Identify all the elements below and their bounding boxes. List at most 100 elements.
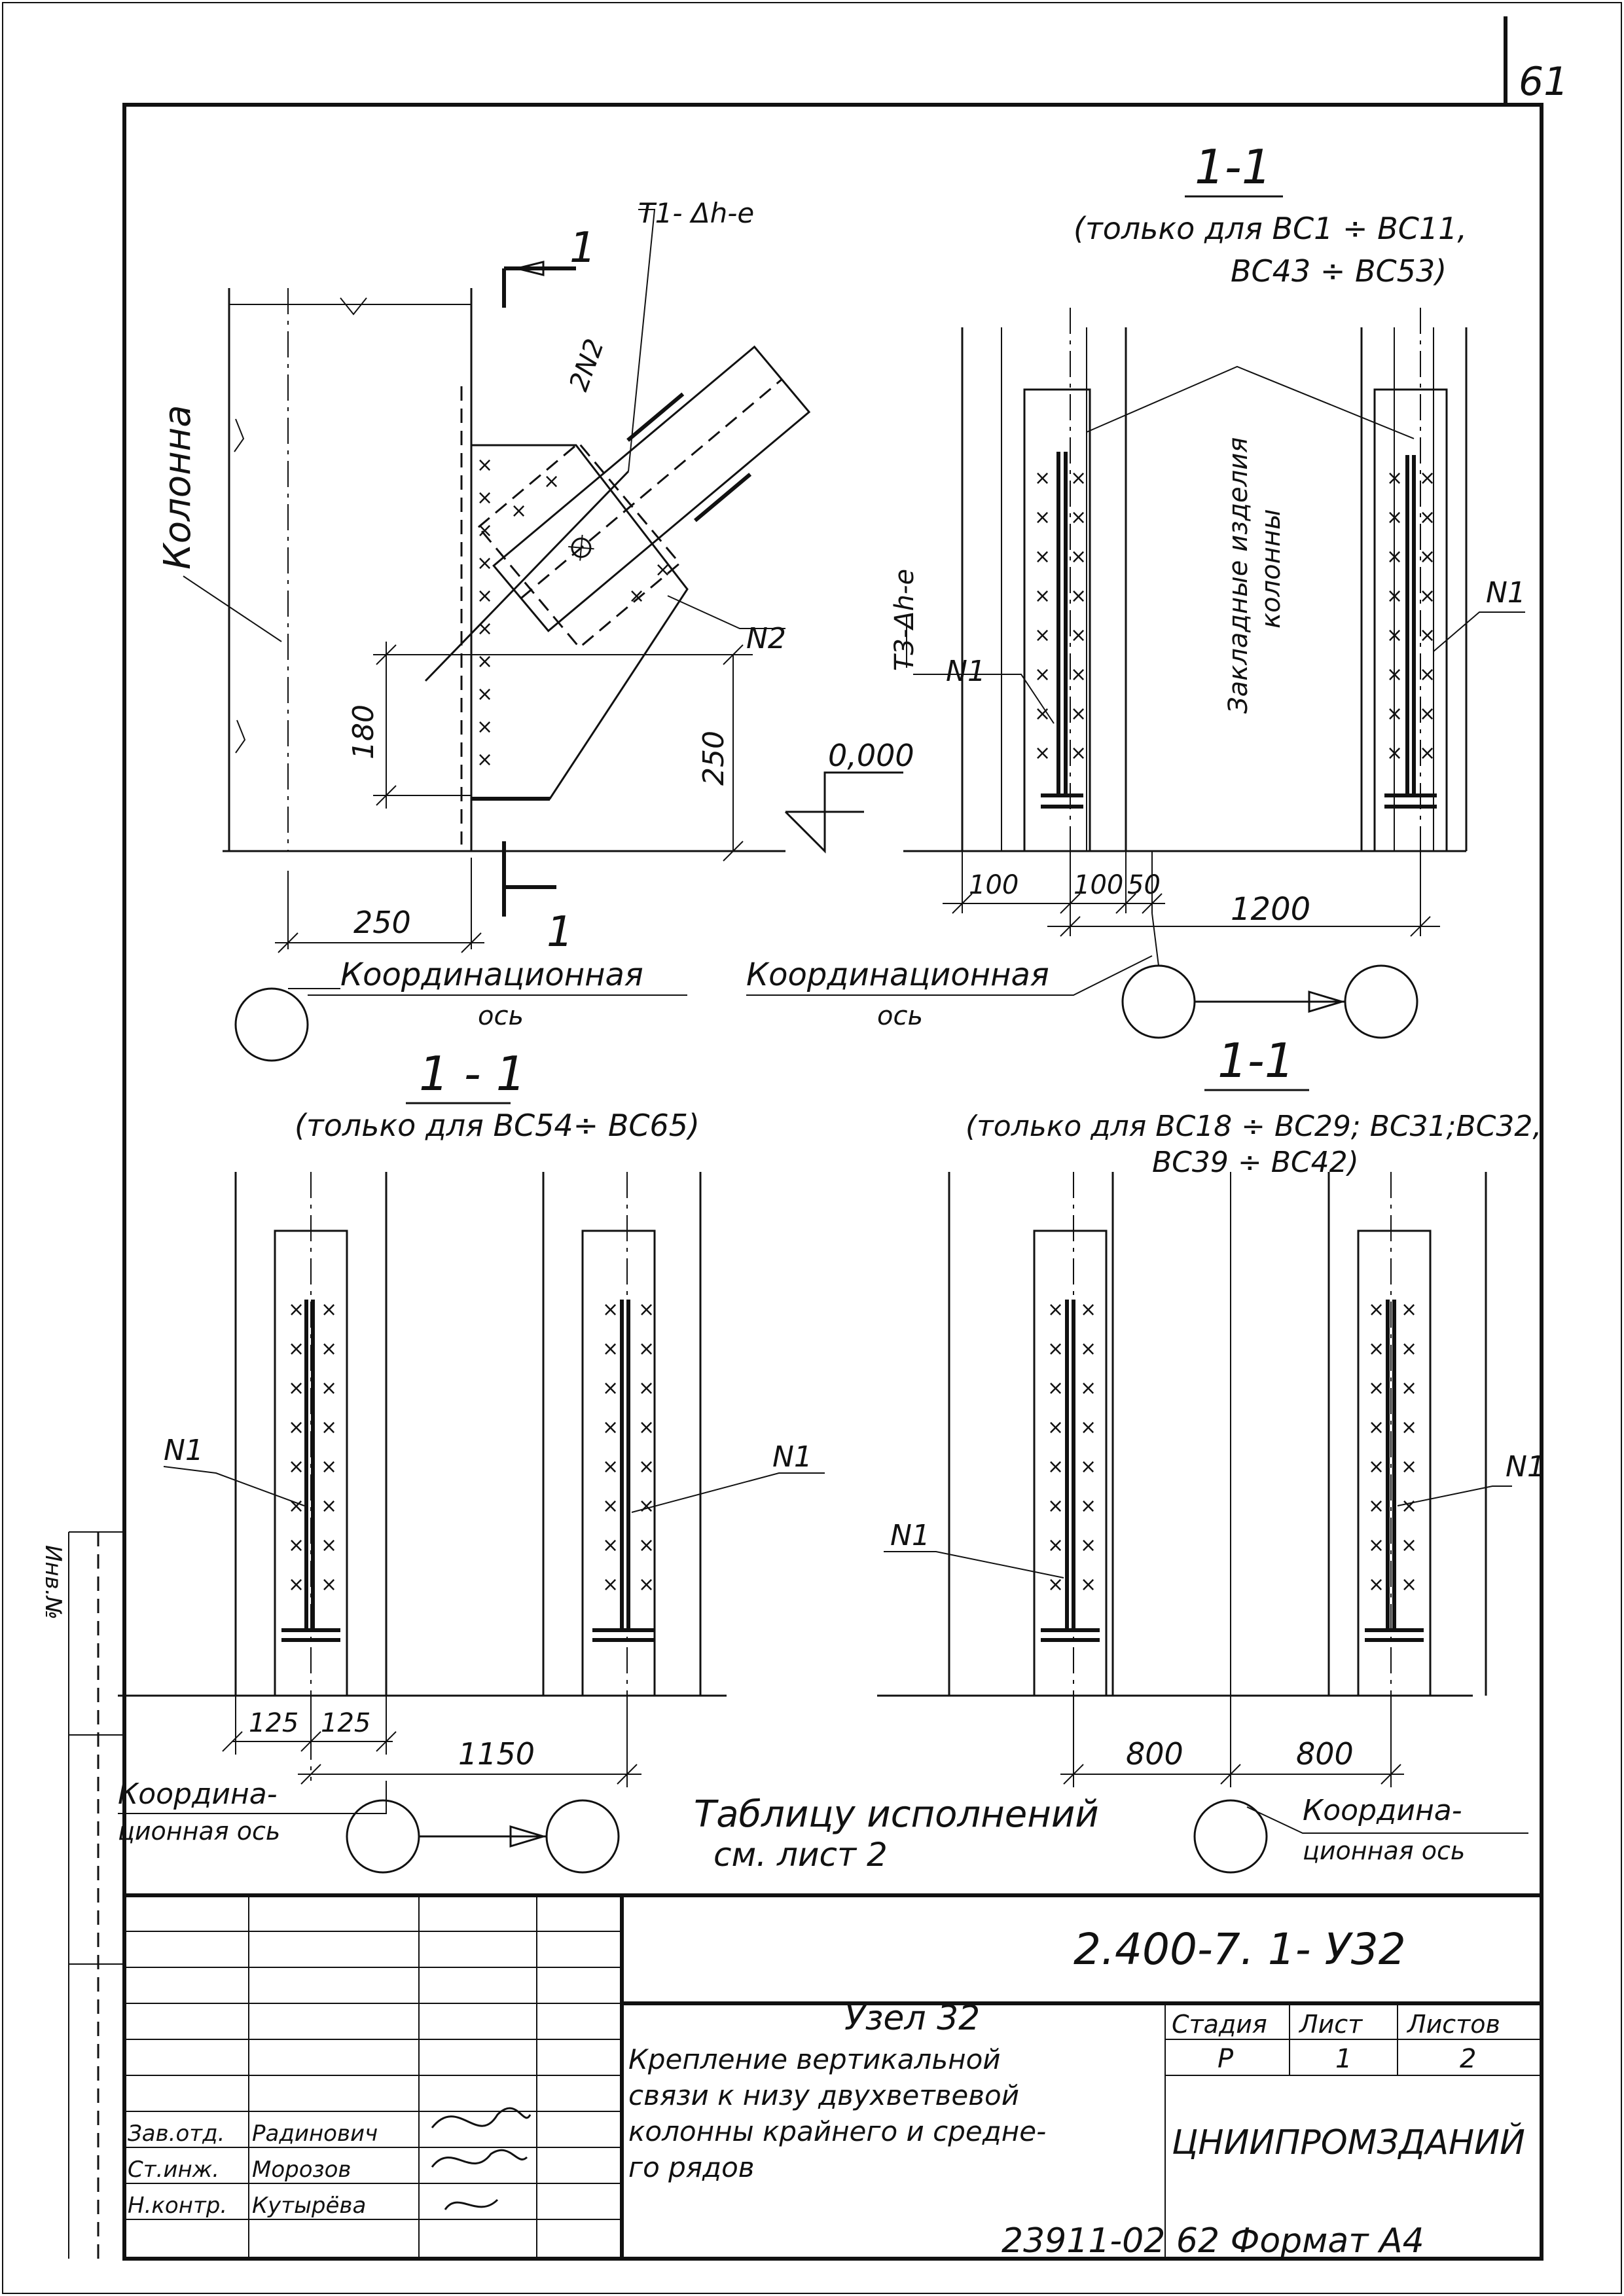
- svg-text:×: ×: [1070, 624, 1087, 647]
- svg-text:×: ×: [1401, 1573, 1417, 1596]
- stage-value: Р: [1218, 2044, 1234, 2074]
- signature-role-2: Ст.инж.: [128, 2157, 219, 2183]
- svg-text:×: ×: [288, 1573, 304, 1596]
- svg-text:×: ×: [1368, 1534, 1384, 1557]
- svg-text:×: ×: [1419, 742, 1435, 765]
- column-label: Колонна: [156, 405, 199, 570]
- svg-text:×: ×: [1070, 545, 1087, 568]
- svg-text:×: ×: [1047, 1298, 1064, 1321]
- svg-text:×: ×: [477, 748, 493, 771]
- sheet-header: Лист: [1298, 2010, 1363, 2039]
- svg-text:×: ×: [1034, 742, 1051, 765]
- svg-text:×: ×: [1368, 1416, 1384, 1439]
- svg-text:×: ×: [1419, 585, 1435, 608]
- signature-role-3: Н.контр.: [128, 2193, 227, 2219]
- part-n1-tr-right: N1: [1486, 576, 1526, 610]
- dim-250-vertical: 250: [697, 731, 731, 786]
- svg-text:×: ×: [1034, 467, 1051, 490]
- part-n2-label: N2: [746, 622, 786, 655]
- svg-text:×: ×: [1401, 1416, 1417, 1439]
- section-cut-top: 1: [569, 224, 596, 272]
- svg-text:×: ×: [1080, 1534, 1096, 1557]
- svg-text:×: ×: [477, 519, 493, 542]
- dim-125-b: 125: [321, 1708, 370, 1738]
- svg-text:×: ×: [1386, 545, 1403, 568]
- axis-label-tr-1: Координационная: [746, 957, 1049, 993]
- svg-text:×: ×: [1368, 1573, 1384, 1596]
- svg-text:×: ×: [638, 1455, 655, 1478]
- dim-50: 50: [1127, 870, 1161, 900]
- svg-text:×: ×: [1419, 663, 1435, 686]
- svg-text:×: ×: [321, 1534, 337, 1557]
- svg-text:×: ×: [321, 1495, 337, 1518]
- section-title-bl: 1 - 1: [419, 1046, 526, 1101]
- axis-label-tr-2: ось: [877, 1001, 923, 1031]
- svg-text:×: ×: [638, 1495, 655, 1518]
- svg-text:×: ×: [1419, 545, 1435, 568]
- svg-text:×: ×: [602, 1573, 619, 1596]
- svg-text:×: ×: [477, 617, 493, 640]
- svg-text:×: ×: [1080, 1377, 1096, 1400]
- svg-text:×: ×: [1047, 1338, 1064, 1360]
- svg-text:×: ×: [1047, 1495, 1064, 1518]
- svg-text:×: ×: [1080, 1495, 1096, 1518]
- svg-text:×: ×: [1047, 1416, 1064, 1439]
- svg-text:×: ×: [1401, 1338, 1417, 1360]
- description-line-1: Крепление вертикальной: [628, 2043, 1001, 2075]
- svg-text:×: ×: [288, 1495, 304, 1518]
- dim-100-a: 100: [969, 870, 1019, 900]
- svg-text:×: ×: [1070, 467, 1087, 490]
- svg-text:×: ×: [1419, 624, 1435, 647]
- svg-text:×: ×: [602, 1377, 619, 1400]
- elevation-view: ×× ×× ×× ×× ×× ×× ××: [183, 209, 903, 1062]
- weld-note-t3: Т3-Δh-e: [890, 569, 920, 671]
- svg-text:×: ×: [638, 1298, 655, 1321]
- axis-label-bl-2: ционная ось: [118, 1817, 280, 1846]
- svg-text:×: ×: [1034, 585, 1051, 608]
- sheets-value: 2: [1460, 2044, 1476, 2074]
- svg-text:×: ×: [1047, 1534, 1064, 1557]
- svg-text:×: ×: [477, 650, 493, 673]
- weld-note-t1: Т1- Δh-e: [638, 197, 754, 229]
- side-stamp: [68, 1531, 124, 2259]
- weld-symbols-bl: ×× ×× ×× ×× ×× ×× ×× ×× ×× ×× ×× ×× ×× ×…: [288, 1298, 655, 1596]
- level-mark: 0,000: [828, 738, 914, 773]
- svg-text:×: ×: [1401, 1534, 1417, 1557]
- dim-180: 180: [347, 704, 380, 759]
- node-title: Узел 32: [844, 1999, 980, 2038]
- svg-text:×: ×: [1080, 1455, 1096, 1478]
- svg-text:×: ×: [1047, 1455, 1064, 1478]
- part-n1-tr-left: N1: [946, 655, 986, 688]
- svg-text:×: ×: [602, 1338, 619, 1360]
- svg-text:×: ×: [1401, 1495, 1417, 1518]
- part-n1-br-right: N1: [1506, 1450, 1545, 1484]
- svg-text:×: ×: [638, 1416, 655, 1439]
- svg-text:×: ×: [288, 1298, 304, 1321]
- dim-800-b: 800: [1296, 1736, 1354, 1772]
- dim-1200: 1200: [1231, 891, 1310, 928]
- svg-text:×: ×: [1401, 1377, 1417, 1400]
- svg-text:×: ×: [1034, 545, 1051, 568]
- dim-125-a: 125: [249, 1708, 298, 1738]
- part-2n2-label: 2N2: [564, 335, 610, 395]
- svg-text:×: ×: [477, 486, 493, 509]
- svg-text:×: ×: [477, 683, 493, 706]
- dim-800-a: 800: [1126, 1736, 1183, 1772]
- svg-text:×: ×: [1080, 1298, 1096, 1321]
- embedded-parts-label-2: колонны: [1256, 509, 1286, 629]
- signature-name-1: Радинович: [252, 2121, 378, 2147]
- signature-name-2: Морозов: [252, 2157, 351, 2183]
- svg-text:×: ×: [1419, 467, 1435, 490]
- part-n1-bl-right: N1: [772, 1440, 812, 1474]
- svg-text:×: ×: [602, 1495, 619, 1518]
- svg-text:×: ×: [1080, 1416, 1096, 1439]
- axis-label-br-2: ционная ось: [1303, 1836, 1465, 1865]
- svg-text:×: ×: [1368, 1455, 1384, 1478]
- svg-text:×: ×: [477, 454, 493, 477]
- svg-text:×: ×: [638, 1534, 655, 1557]
- svg-text:×: ×: [1368, 1338, 1384, 1360]
- svg-text:×: ×: [638, 1377, 655, 1400]
- svg-text:×: ×: [321, 1573, 337, 1596]
